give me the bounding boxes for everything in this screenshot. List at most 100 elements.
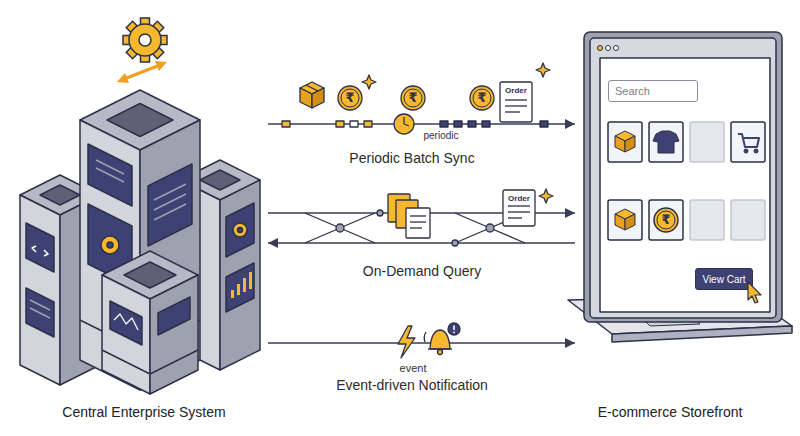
doc-line [505, 111, 520, 112]
server-top-inset [200, 170, 240, 190]
connector-line [268, 242, 575, 244]
edge-label: Periodic Batch Sync [262, 150, 562, 166]
window-dot [598, 46, 603, 51]
server-side [102, 275, 150, 394]
doc-line [410, 221, 426, 222]
arrow-head [268, 238, 278, 248]
alert-mark [453, 326, 455, 331]
system-node: E-commerce StorefrontSearchView Cart [575, 30, 790, 430]
gear-icon [233, 223, 247, 237]
doc-line [505, 99, 527, 100]
bell-clapper [438, 350, 443, 355]
server-line [96, 160, 124, 174]
document-title: Order [479, 193, 559, 204]
data-chunk [336, 121, 344, 127]
gear-icon [101, 236, 119, 254]
server-cluster [20, 90, 260, 394]
node-text: Search [615, 85, 650, 97]
doc-line [508, 217, 522, 218]
alert-mark [453, 331, 455, 333]
server-line [30, 308, 50, 318]
arrow-head [565, 119, 575, 129]
server-line [96, 168, 124, 182]
arrow-head [117, 73, 129, 83]
signal-bar [231, 290, 234, 298]
signal-bar [237, 284, 240, 295]
arrow-head [565, 338, 575, 348]
server-panel [158, 297, 190, 335]
clock-hand [403, 117, 404, 124]
data-chunk [350, 121, 358, 127]
currency-symbol: ₹ [626, 212, 706, 228]
connector-line [268, 123, 575, 125]
gear-symbol [123, 18, 167, 62]
data-chunk [364, 121, 372, 127]
bell-icon [430, 330, 450, 349]
box-icon [615, 214, 625, 230]
screen-back [584, 32, 782, 322]
product-tile [608, 122, 642, 162]
cart-wheel [754, 149, 758, 153]
edge-label: On-Demand Query [272, 263, 572, 279]
annotation: event [373, 361, 453, 375]
gear-body [129, 24, 161, 56]
search-box: Search [608, 80, 698, 102]
junction [452, 240, 458, 246]
sparkle [539, 189, 553, 203]
data-chunk [468, 121, 476, 127]
server-panel [110, 301, 142, 345]
server-side [220, 180, 260, 370]
data-chunk [540, 121, 548, 127]
junction [486, 224, 494, 232]
product-tile [690, 200, 724, 240]
system-node: Central Enterprise System [20, 30, 268, 430]
gear-icon [107, 242, 113, 248]
server-panel [226, 203, 254, 257]
sound-wave [424, 332, 426, 342]
sparkle [362, 75, 376, 89]
server-line [154, 194, 186, 210]
window-dot [614, 46, 619, 51]
server-panel [88, 144, 132, 206]
data-chunk [482, 121, 490, 127]
server-line [154, 204, 186, 220]
server-line [30, 300, 50, 310]
alert-badge [448, 323, 460, 335]
mouse-cursor [748, 282, 761, 303]
gear-hole [139, 34, 151, 46]
browser-content [600, 58, 770, 312]
clock-hand [404, 124, 409, 126]
junction [336, 224, 344, 232]
cart-wheel [744, 149, 748, 153]
doc-line [505, 105, 527, 106]
laptop [568, 32, 792, 342]
edge-label: Event-driven Notification [262, 377, 562, 393]
lightning-icon [398, 326, 415, 358]
package-icon [300, 88, 312, 108]
server-band [150, 350, 198, 374]
document-title: Order [476, 85, 556, 96]
sparkle [536, 63, 550, 77]
code-icon [44, 250, 48, 256]
arrow-head [565, 208, 575, 218]
connector-line [268, 342, 575, 344]
server-top-inset [107, 104, 173, 137]
doc-line [508, 211, 530, 212]
box-icon [615, 136, 625, 152]
server-panel [148, 164, 192, 246]
doc-line [410, 215, 426, 216]
server-top-inset [40, 185, 80, 205]
server-line [154, 184, 186, 200]
server-panel [226, 263, 254, 312]
data-chunk [282, 121, 290, 127]
code-icon [32, 246, 36, 252]
batch-items [282, 63, 550, 134]
cart-icon [738, 134, 759, 147]
gear-icon [238, 228, 243, 233]
double-arrow [117, 61, 167, 83]
shirt-icon [653, 131, 679, 153]
browser-window [590, 38, 776, 318]
product-tile [690, 122, 724, 162]
annotation: periodic [401, 129, 481, 142]
